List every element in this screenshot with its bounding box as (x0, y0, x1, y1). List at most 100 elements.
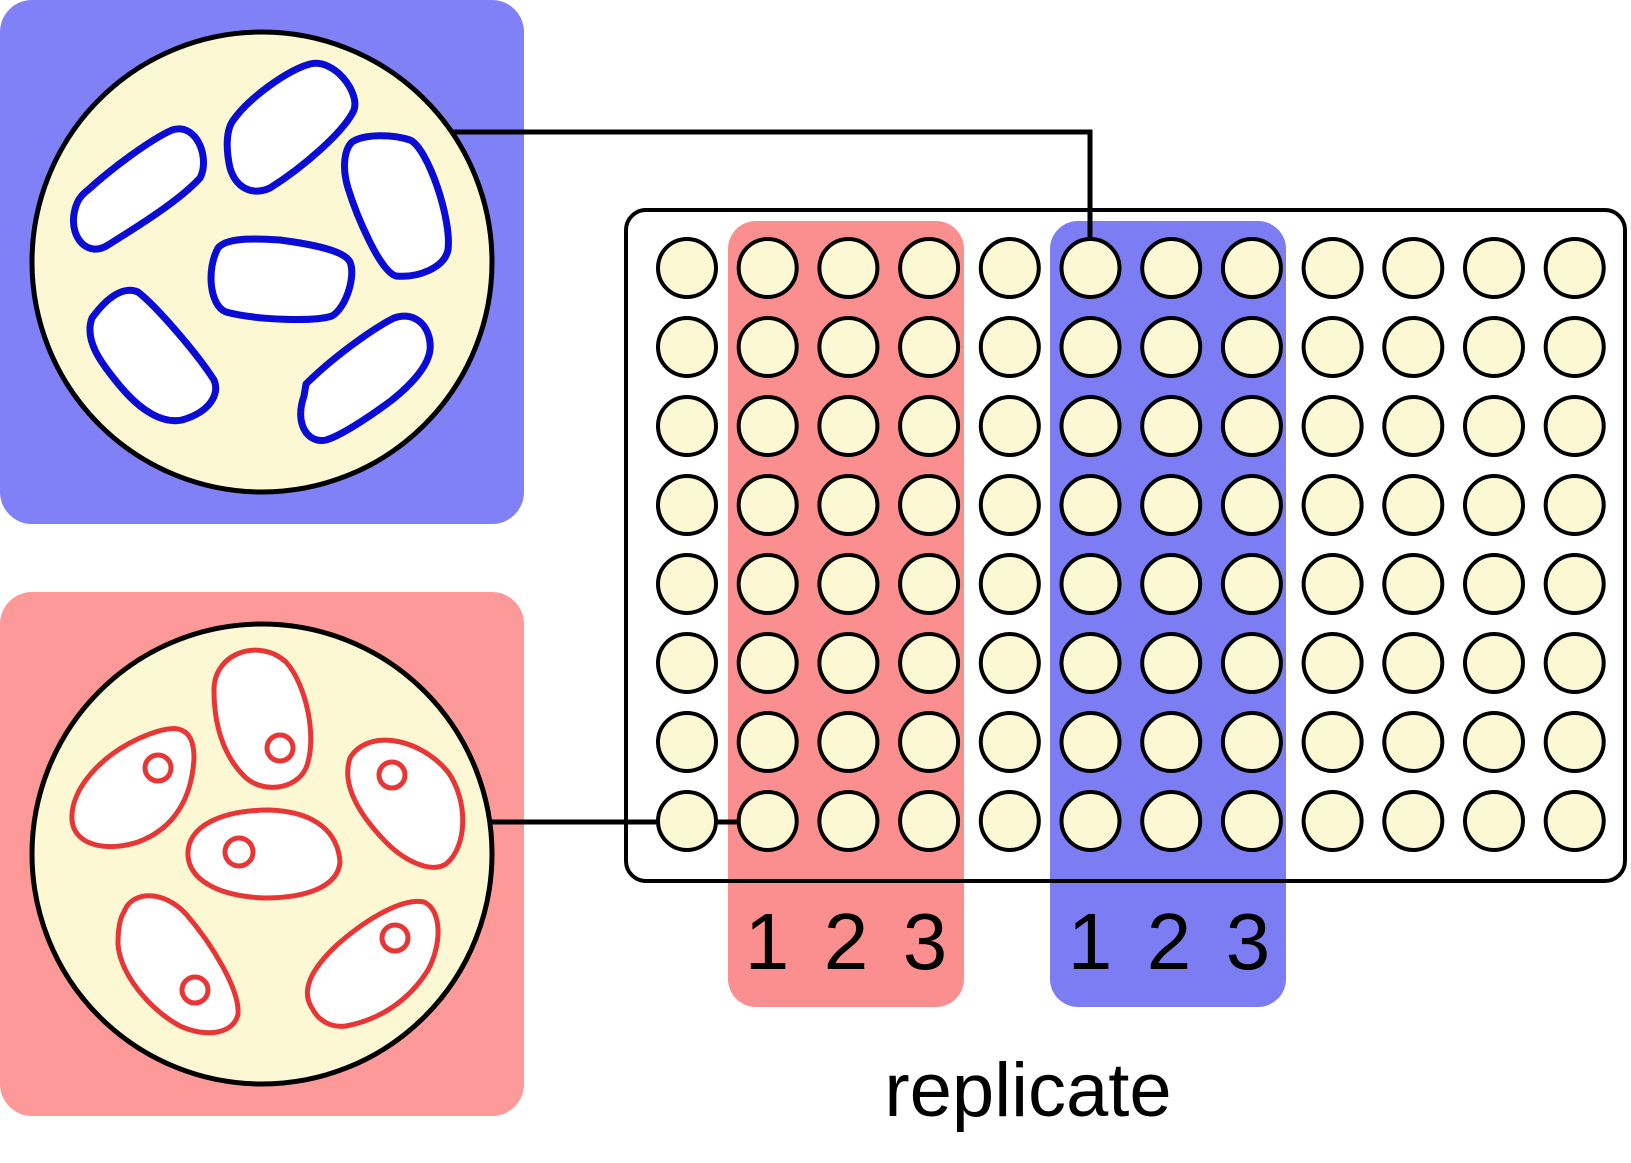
blue-cell (207, 235, 356, 323)
plate-well (817, 790, 880, 852)
plate-well (736, 474, 799, 536)
plate-well (1220, 316, 1283, 378)
plate-well (978, 474, 1041, 536)
plate-well (898, 553, 961, 615)
plate-well (1382, 632, 1445, 694)
plate-well (1140, 790, 1203, 852)
plate-well (1301, 711, 1364, 773)
plate-well (736, 632, 799, 694)
blue-replicate-labels: 1 2 3 (1068, 897, 1271, 986)
plate-well (1463, 632, 1525, 694)
plate-well (1059, 474, 1122, 536)
plate-well (817, 316, 880, 378)
plate-well (898, 474, 961, 536)
plate-well (1059, 632, 1122, 694)
red-cells (69, 647, 466, 1036)
plate-well (1220, 790, 1283, 852)
plate-well (817, 395, 880, 457)
plate-well (656, 395, 718, 457)
plate-well (1220, 237, 1283, 299)
plate-well (817, 553, 880, 615)
plate-well (1059, 553, 1122, 615)
plate-well (656, 237, 718, 299)
plate-well (1463, 237, 1525, 299)
plate-well (1059, 237, 1122, 299)
plate-well (1382, 395, 1445, 457)
plate-well (1220, 632, 1283, 694)
blue-replicate-label: 1 (1068, 897, 1113, 986)
red-replicate-label: 2 (824, 897, 869, 986)
plate-well (1543, 316, 1606, 378)
plate-well (1059, 711, 1122, 773)
plate-well (1059, 395, 1122, 457)
plate-well (1140, 395, 1203, 457)
red-replicate-labels: 1 2 3 (745, 897, 948, 986)
plate-well (978, 553, 1041, 615)
plate-well (1543, 395, 1606, 457)
plate-well (1463, 553, 1525, 615)
blue-sample-panel (0, 0, 524, 524)
plate-well (1543, 790, 1606, 852)
blue-cell (341, 132, 452, 280)
blue-cells (69, 59, 452, 444)
plate-well (656, 790, 718, 852)
red-cell-nucleus (142, 752, 174, 784)
blue-replicate-label: 3 (1226, 897, 1271, 986)
blue-replicate-label: 2 (1147, 897, 1192, 986)
plate-well (817, 711, 880, 773)
plate-well (1301, 395, 1364, 457)
plate-well (1382, 553, 1445, 615)
plate-well (978, 711, 1041, 773)
plate-well (1382, 316, 1445, 378)
replicate-caption: replicate (884, 1048, 1171, 1133)
plate-well (1463, 474, 1525, 536)
plate-well (736, 711, 799, 773)
red-cell (185, 807, 343, 901)
plate-well (978, 316, 1041, 378)
plate-well (1382, 790, 1445, 852)
plate-well (656, 553, 718, 615)
red-cell-nucleus (264, 732, 296, 764)
plate-well (1543, 711, 1606, 773)
plate-well (1463, 790, 1525, 852)
plate-well (736, 790, 799, 852)
plate-well (978, 395, 1041, 457)
red-replicate-label: 3 (903, 897, 948, 986)
plate-well (817, 632, 880, 694)
plate-well (1140, 474, 1203, 536)
plate-well (1140, 316, 1203, 378)
plate-well (1382, 237, 1445, 299)
plate-well (656, 474, 718, 536)
plate-well (978, 237, 1041, 299)
plate-well (898, 711, 961, 773)
plate-well (1301, 790, 1364, 852)
plate-well (736, 553, 799, 615)
plate-well (898, 316, 961, 378)
red-cell-nucleus (379, 922, 411, 954)
plate-well (898, 632, 961, 694)
plate-well (1301, 474, 1364, 536)
red-cell-nucleus (222, 835, 256, 869)
plate-well (1301, 553, 1364, 615)
plate-well (1059, 790, 1122, 852)
plate-well (1220, 553, 1283, 615)
plate-well (1382, 474, 1445, 536)
plate-well (898, 395, 961, 457)
plate-well (1140, 711, 1203, 773)
plate-well (1059, 316, 1122, 378)
plate-well (1301, 632, 1364, 694)
plate-well (1220, 711, 1283, 773)
red-cell (345, 737, 466, 870)
plate-well (978, 790, 1041, 852)
plate-well (1140, 553, 1203, 615)
plate-well (1543, 237, 1606, 299)
plate-well (1543, 474, 1606, 536)
plate-well (1220, 395, 1283, 457)
plate-well (736, 237, 799, 299)
plate-well (736, 316, 799, 378)
plate-well (736, 395, 799, 457)
blue-cell (297, 312, 434, 444)
red-replicate-label: 1 (745, 897, 790, 986)
plate-well (1301, 316, 1364, 378)
